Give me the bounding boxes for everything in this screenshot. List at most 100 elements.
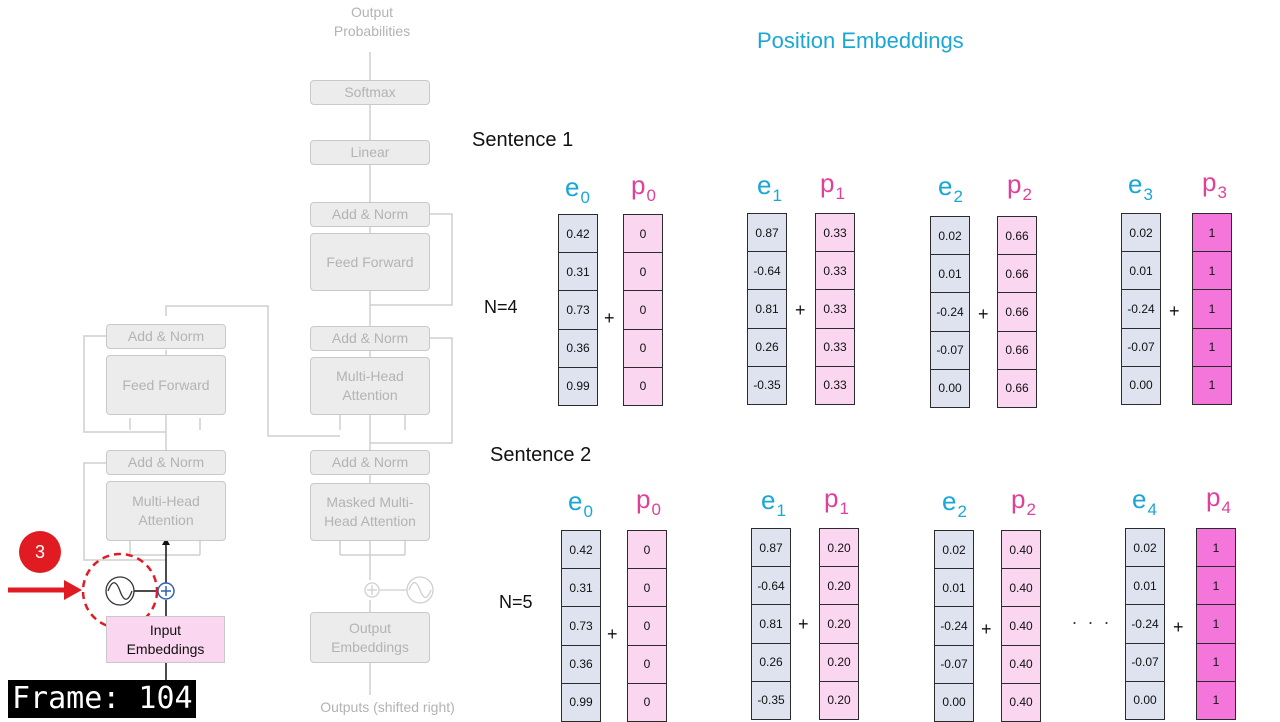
- e0-vector-s2: 0.42 0.31 0.73 0.36 0.99: [561, 530, 601, 722]
- vector-cell: -0.07: [931, 332, 969, 370]
- vector-cell: 0.87: [748, 214, 786, 253]
- vector-cell: -0.24: [935, 607, 973, 646]
- vector-cell: 1: [1197, 567, 1235, 606]
- softmax-block: Softmax: [310, 80, 430, 105]
- vector-cell: 0.87: [752, 529, 790, 568]
- p1-header: p1: [820, 168, 845, 203]
- plus-sign: +: [981, 619, 992, 639]
- vector-cell: -0.64: [752, 567, 790, 606]
- input-embeddings-block: Input Embeddings: [106, 616, 225, 663]
- highlight-circle: [81, 552, 159, 630]
- ellipsis: . . .: [1072, 608, 1113, 628]
- vector-cell: 0.02: [1126, 529, 1164, 568]
- vector-cell: 0.20: [827, 693, 851, 708]
- vector-cell: -0.24: [931, 293, 969, 332]
- vector-cell: 0: [639, 379, 647, 394]
- vector-cell: 0.02: [931, 217, 969, 256]
- e4-vector-s2: 0.02 0.01 -0.24 -0.07 0.00: [1125, 528, 1165, 720]
- vector-cell: 1: [1193, 214, 1231, 253]
- p2-header-s2: p2: [1011, 484, 1036, 519]
- decoder-feed-forward: Feed Forward: [310, 233, 430, 291]
- p0-vector-s2: 0 0 0 0 0: [627, 530, 667, 722]
- vector-cell: 0.73: [562, 607, 600, 646]
- vector-cell: 0.42: [562, 531, 600, 570]
- decoder-add-norm-3: Add & Norm: [310, 202, 430, 227]
- p2-vector: 0.66 0.66 0.66 0.66 0.66: [997, 216, 1037, 408]
- vector-cell: 0.66: [998, 255, 1036, 294]
- vector-cell: 0: [628, 646, 666, 684]
- vector-cell: 0.20: [820, 605, 858, 644]
- vector-cell: 0.33: [823, 378, 847, 393]
- vector-cell: -0.07: [935, 646, 973, 684]
- plus-sign: +: [1169, 301, 1180, 321]
- vector-cell: 0.33: [816, 214, 854, 253]
- p0-header: p0: [631, 170, 656, 205]
- decoder-multi-head-attention: Multi-Head Attention: [310, 357, 430, 415]
- vector-cell: 0.33: [816, 252, 854, 291]
- encoder-multi-head-attention: Multi-Head Attention: [106, 481, 226, 541]
- vector-cell: 0.01: [935, 569, 973, 608]
- output-probabilities-label: Output Probabilities: [333, 4, 411, 39]
- linear-block: Linear: [310, 140, 430, 165]
- vector-cell: 0: [643, 695, 651, 710]
- vector-cell: 0.00: [938, 381, 962, 396]
- sentence-2-n-label: N=5: [499, 592, 533, 612]
- e1-vector: 0.87 -0.64 0.81 0.26 -0.35: [747, 213, 787, 405]
- vector-cell: 0.81: [748, 290, 786, 329]
- e0-vector: 0.42 0.31 0.73 0.36 0.99: [558, 214, 598, 406]
- vector-cell: 0: [624, 330, 662, 368]
- p1-header-s2: p1: [824, 483, 849, 518]
- vector-cell: 0: [628, 569, 666, 608]
- plus-sign: +: [607, 624, 618, 644]
- vector-cell: 0.33: [816, 329, 854, 367]
- encoder-add-norm-1: Add & Norm: [106, 450, 226, 475]
- e4-header-s2: e4: [1132, 484, 1157, 519]
- vector-cell: 1: [1193, 290, 1231, 329]
- vector-cell: 1: [1197, 605, 1235, 644]
- e0-header-s2: e0: [568, 486, 593, 521]
- vector-cell: 0.99: [569, 695, 593, 710]
- vector-cell: 0.73: [559, 291, 597, 330]
- sentence-2-label: Sentence 2: [490, 444, 592, 466]
- plus-sign: +: [795, 300, 806, 320]
- vector-cell: 0.81: [752, 605, 790, 644]
- e2-header: e2: [938, 171, 963, 206]
- vector-cell: 0.02: [1122, 214, 1160, 253]
- decoder-add-norm-2: Add & Norm: [310, 326, 430, 351]
- vector-cell: 0.40: [1002, 531, 1040, 570]
- plus-sign: +: [798, 614, 809, 634]
- vector-cell: 0.66: [998, 217, 1036, 256]
- vector-cell: 0.36: [562, 646, 600, 684]
- vector-cell: 0.02: [935, 531, 973, 570]
- vector-cell: 0.40: [1002, 569, 1040, 608]
- vector-cell: 1: [1193, 252, 1231, 291]
- vector-cell: 0: [628, 607, 666, 646]
- vector-cell: -0.64: [748, 252, 786, 291]
- vector-cell: 1: [1193, 329, 1231, 367]
- vector-cell: 1: [1197, 529, 1235, 568]
- vector-cell: 1: [1212, 693, 1220, 708]
- vector-cell: 0: [624, 215, 662, 254]
- vector-cell: 0: [628, 531, 666, 570]
- step-badge: 3: [19, 531, 61, 573]
- p3-vector: 1 1 1 1 1: [1192, 213, 1232, 405]
- vector-cell: 0.31: [562, 569, 600, 608]
- encoder-add-norm-2: Add & Norm: [106, 324, 226, 349]
- transformer-connectors: [8, 52, 453, 700]
- vector-cell: -0.24: [1126, 605, 1164, 644]
- vector-cell: -0.24: [1122, 290, 1160, 329]
- vector-cell: 0.36: [559, 330, 597, 368]
- e2-header-s2: e2: [942, 486, 967, 521]
- vector-cell: 0.26: [752, 644, 790, 682]
- p1-vector-s2: 0.20 0.20 0.20 0.20 0.20: [819, 528, 859, 720]
- e1-header: e1: [757, 170, 782, 205]
- e0-header: e0: [565, 172, 590, 207]
- vector-cell: -0.07: [1126, 644, 1164, 682]
- e1-header-s2: e1: [761, 485, 786, 520]
- frame-label: Frame: 104: [8, 680, 196, 718]
- e1-vector-s2: 0.87 -0.64 0.81 0.26 -0.35: [751, 528, 791, 720]
- sentence-1-label: Sentence 1: [472, 129, 574, 151]
- vector-cell: -0.35: [757, 693, 785, 708]
- p0-vector: 0 0 0 0 0: [623, 214, 663, 406]
- vector-cell: 0.20: [820, 567, 858, 606]
